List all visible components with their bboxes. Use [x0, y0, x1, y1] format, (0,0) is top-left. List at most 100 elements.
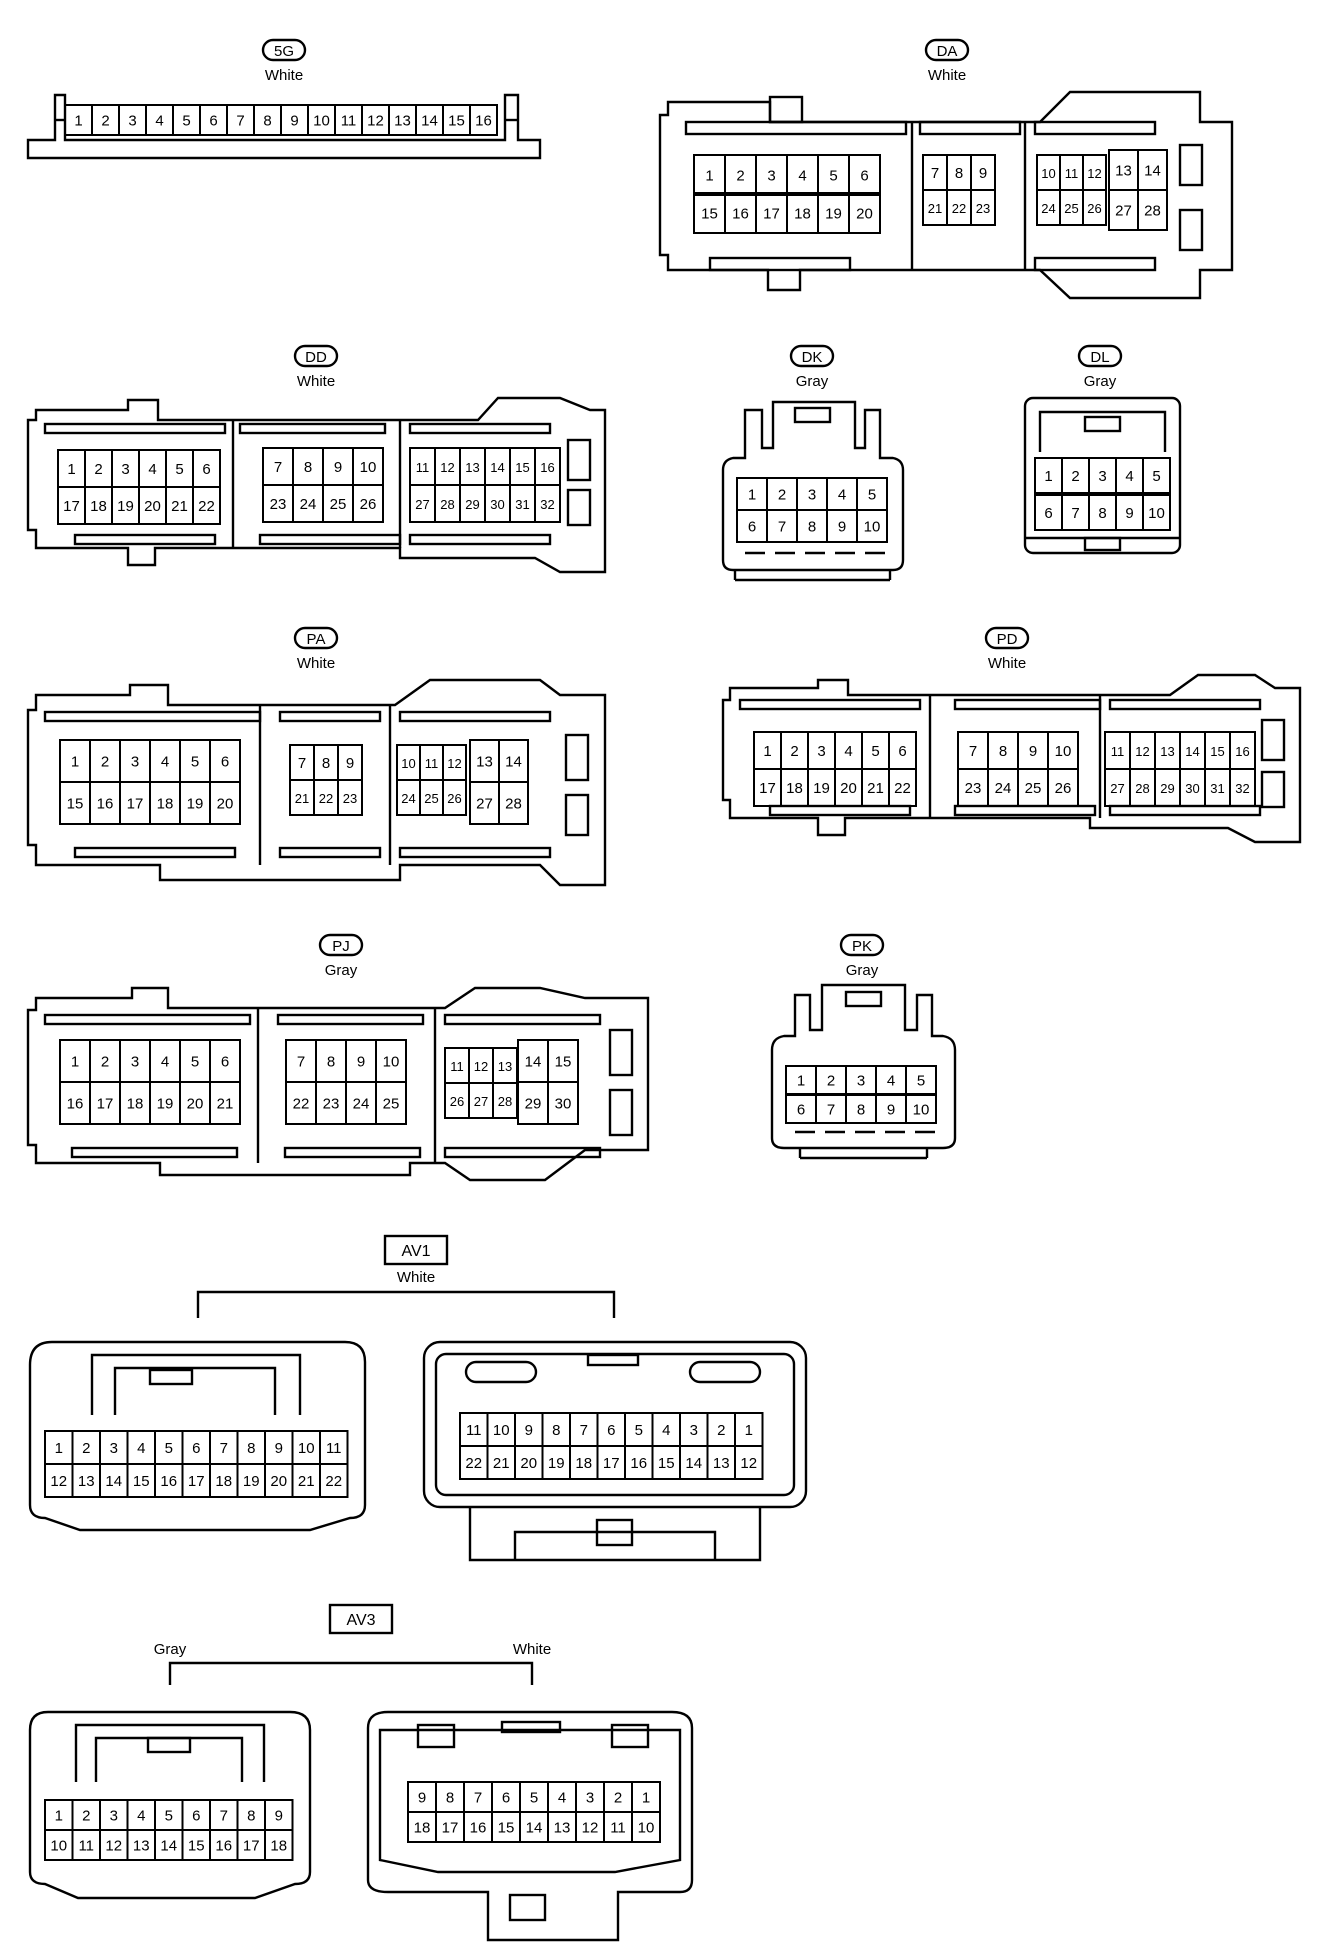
connector-color: White — [988, 655, 1026, 672]
pin-cell — [469, 104, 498, 136]
pin-cell — [1137, 189, 1168, 231]
pin-number: 27 — [415, 497, 429, 512]
pin-number: 24 — [300, 496, 317, 513]
pin-number: 10 — [401, 756, 415, 771]
pin-number: 16 — [630, 1455, 647, 1472]
housing-rail — [43, 710, 262, 723]
pin-number: 12 — [474, 1059, 488, 1074]
pin-number: 9 — [525, 1422, 533, 1439]
pin-number: 20 — [187, 1096, 204, 1113]
pin-number: 19 — [117, 498, 134, 515]
pin-number: 26 — [1055, 780, 1072, 797]
pin-number: 1 — [642, 1790, 650, 1807]
pin-number: 7 — [297, 1054, 305, 1071]
pin-number: 16 — [97, 796, 114, 813]
pin-number: 20 — [217, 796, 234, 813]
pin-number: 19 — [243, 1473, 260, 1490]
pin-number: 1 — [74, 113, 82, 130]
housing-slot — [566, 488, 592, 527]
connector-color: White — [297, 655, 335, 672]
pin-cell — [856, 509, 888, 543]
pin-number: 1 — [55, 1808, 63, 1825]
connector-id: DA — [937, 43, 958, 60]
pin-number: 4 — [137, 1808, 145, 1825]
pin-number: 30 — [1185, 781, 1199, 796]
pin-number: 24 — [353, 1096, 370, 1113]
pin-number: 3 — [110, 1440, 118, 1457]
pin-number: 22 — [293, 1096, 310, 1113]
housing-detail — [513, 1530, 717, 1560]
pin-number: 5 — [917, 1073, 925, 1090]
pin-number: 11 — [341, 113, 357, 130]
connector-id-badge — [1077, 344, 1123, 368]
housing-outline — [26, 678, 607, 887]
pin-number: 26 — [447, 791, 461, 806]
pin-number: 27 — [476, 796, 493, 813]
pin-number: 25 — [1064, 201, 1078, 216]
pin-number: 12 — [440, 460, 454, 475]
pin-number: 22 — [894, 780, 911, 797]
pin-number: 18 — [575, 1455, 592, 1472]
housing-slot — [610, 1723, 650, 1749]
pin-number: 17 — [442, 1820, 459, 1837]
connector-color: White — [265, 67, 303, 84]
pin-number: 6 — [860, 168, 868, 185]
connector-id: 5G — [274, 43, 294, 60]
pin-number: 5 — [191, 1054, 199, 1071]
pin-number: 8 — [808, 519, 816, 536]
pin-cell — [970, 189, 996, 226]
pin-number: 17 — [603, 1455, 620, 1472]
pin-number: 14 — [105, 1473, 122, 1490]
pin-number: 23 — [270, 496, 287, 513]
pin-number: 9 — [418, 1790, 426, 1807]
pin-number: 14 — [526, 1820, 543, 1837]
pin-number: 17 — [63, 498, 80, 515]
pin-number: 21 — [493, 1455, 510, 1472]
pin-number: 31 — [1210, 781, 1224, 796]
pin-number: 15 — [515, 460, 529, 475]
pin-number: 11 — [1065, 166, 1079, 181]
pin-number: 5 — [1152, 468, 1160, 485]
pin-number: 13 — [554, 1820, 571, 1837]
housing-latch — [595, 1518, 634, 1547]
pin-number: 4 — [161, 1054, 169, 1071]
pin-number: 15 — [133, 1473, 150, 1490]
pin-number: 6 — [221, 1054, 229, 1071]
housing-outline — [26, 93, 542, 160]
pin-number: 9 — [1029, 743, 1037, 760]
pin-number: 3 — [131, 754, 139, 771]
pin-number: 8 — [955, 165, 963, 182]
housing-detail — [113, 1366, 277, 1415]
pin-number: 22 — [319, 791, 333, 806]
housing-latch — [1083, 536, 1122, 552]
pin-number: 10 — [298, 1440, 315, 1457]
pin-number: 18 — [157, 796, 174, 813]
pin-number: 21 — [295, 791, 309, 806]
housing-rail — [708, 256, 852, 272]
connector-color-right: White — [513, 1641, 551, 1658]
pin-number: 1 — [67, 461, 75, 478]
pin-number: 12 — [1087, 166, 1101, 181]
pin-number: 17 — [759, 780, 776, 797]
pin-number: 9 — [334, 459, 342, 476]
housing-rail — [43, 1013, 252, 1026]
pin-number: 4 — [137, 1440, 145, 1457]
pin-number: 20 — [144, 498, 161, 515]
pin-cell — [319, 1463, 349, 1498]
pin-number: 27 — [1110, 781, 1124, 796]
housing-slot — [1260, 718, 1286, 762]
pin-number: 21 — [298, 1473, 315, 1490]
pin-number: 30 — [490, 497, 504, 512]
pin-number: 4 — [155, 113, 163, 130]
housing-rail — [43, 422, 227, 435]
housing-outline — [721, 673, 1302, 844]
pin-number: 19 — [813, 780, 830, 797]
pin-number: 1 — [748, 487, 756, 504]
pin-number: 14 — [490, 460, 504, 475]
pin-number: 1 — [763, 743, 771, 760]
pin-number: 13 — [476, 754, 493, 771]
pin-number: 13 — [133, 1838, 150, 1855]
connector-id: PJ — [332, 938, 350, 955]
pin-number: 10 — [913, 1102, 930, 1119]
